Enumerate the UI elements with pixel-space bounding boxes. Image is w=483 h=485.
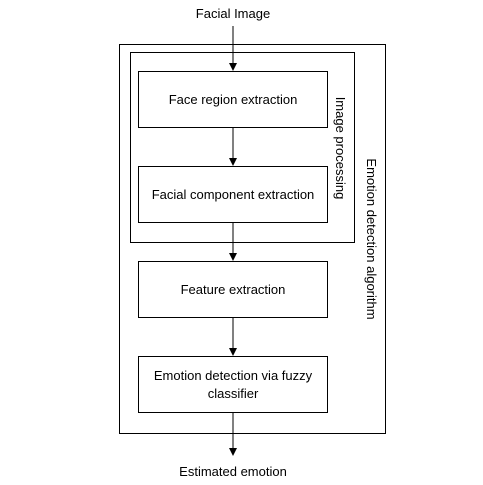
feature-extraction-box: Feature extraction: [138, 261, 328, 318]
emotion-detection-algorithm-group: [119, 44, 386, 434]
face-region-extraction-label: Face region extraction: [168, 91, 298, 107]
facial-component-extraction-label: Facial component extraction: [151, 186, 315, 202]
emotion-detection-fuzzy-label: Emotion detection via fuzzy classifier: [153, 367, 313, 401]
feature-extraction-label: Feature extraction: [180, 281, 286, 297]
facial-component-extraction-box: Facial component extraction: [138, 166, 328, 223]
image-processing-group: [130, 52, 355, 243]
output-label: Estimated emotion: [179, 464, 287, 479]
input-label: Facial Image: [195, 6, 271, 21]
emotion-detection-fuzzy-box: Emotion detection via fuzzy classifier: [138, 356, 328, 413]
face-region-extraction-box: Face region extraction: [138, 71, 328, 128]
